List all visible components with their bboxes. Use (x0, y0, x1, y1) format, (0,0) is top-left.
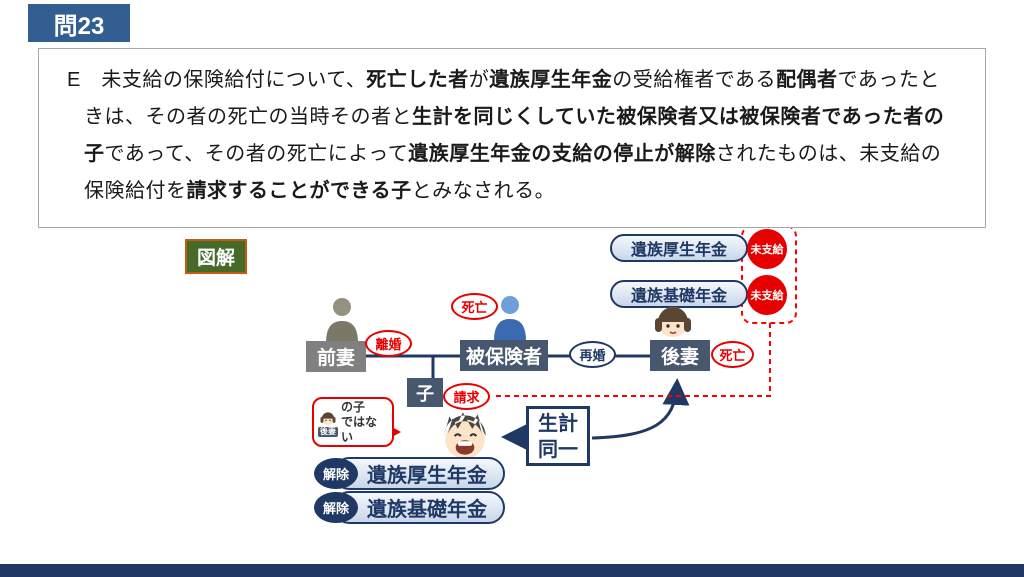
pension-pill-kiso-bottom: 遺族基礎年金 (333, 491, 505, 524)
insured-death-badge: 死亡 (451, 293, 498, 320)
bubble-line-1: の子 (341, 399, 366, 414)
diagram-label: 図解 (185, 239, 248, 274)
footer-bar (0, 564, 1024, 577)
unpaid-badge-1: 未支給 (747, 229, 787, 269)
bubble-mini-tag: 後妻 (318, 427, 338, 437)
pension-pill-kiso-top: 遺族基礎年金 (610, 280, 748, 308)
unpaid-badge-2: 未支給 (747, 275, 787, 315)
divorce-badge: 離婚 (365, 330, 412, 357)
livelihood-line-2: 同一 (538, 439, 578, 461)
remarriage-badge: 再婚 (569, 341, 616, 368)
insured-person-box: 被保険者 (460, 340, 548, 371)
same-livelihood-box: 生計 同一 (526, 406, 590, 466)
pension-pill-kosei-bottom: 遺族厚生年金 (333, 457, 505, 490)
bubble-mini-second-wife: 後妻 (318, 407, 338, 437)
bubble-tail-icon (392, 427, 401, 437)
mini-second-wife-icon (320, 412, 336, 425)
bubble-text: の子 ではない (341, 400, 388, 445)
ex-wife-icon (326, 298, 358, 343)
not-second-wifes-child-bubble: 後妻 の子 ではない (312, 397, 401, 447)
question-text-box: E 未支給の保険給付について、死亡した者が遺族厚生年金の受給権者である配偶者であ… (38, 48, 986, 228)
release-badge-2: 解除 (314, 492, 358, 523)
child-icon (444, 412, 486, 459)
question-number-badge: 問23 (28, 4, 130, 42)
bubble-line-2: ではない (341, 414, 378, 444)
claim-badge: 請求 (443, 383, 490, 410)
child-box: 子 (407, 378, 443, 407)
question-text: E 未支給の保険給付について、死亡した者が遺族厚生年金の受給権者である配偶者であ… (67, 69, 945, 202)
livelihood-line-1: 生計 (538, 413, 578, 435)
second-wife-box: 後妻 (650, 340, 710, 371)
release-badge-1: 解除 (314, 458, 358, 489)
second-wife-death-badge: 死亡 (711, 341, 754, 368)
ex-wife-box: 前妻 (306, 341, 366, 372)
second-wife-icon (655, 307, 691, 337)
pension-pill-kosei-top: 遺族厚生年金 (610, 234, 748, 262)
